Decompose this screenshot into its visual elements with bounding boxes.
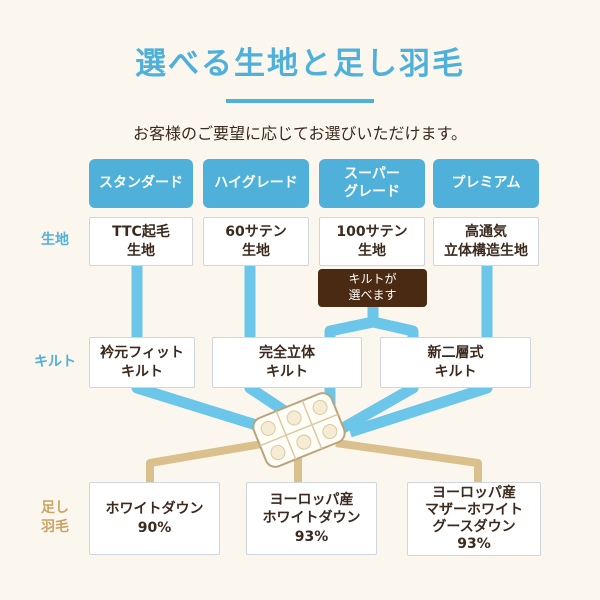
row-label-down: 足し 羽毛: [41, 500, 69, 535]
flow-line-high-grade: [244, 262, 290, 417]
flow-line-down-left: [146, 439, 269, 484]
grade-standard: スタンダード: [89, 159, 193, 208]
row-label-fabric: 生地: [41, 232, 69, 248]
fabric-100-satin: 100サテン 生地: [319, 217, 425, 266]
flow-line-standard: [131, 262, 268, 434]
flow-line-premium: [348, 262, 493, 438]
row-label-quilt: キルト: [34, 354, 76, 370]
down-flow-lines: [146, 439, 482, 484]
duvet-icon: [252, 392, 346, 468]
grade-premium: プレミアム: [433, 159, 539, 208]
page-title: 選べる生地と足し羽毛: [135, 46, 465, 82]
title-underline: [226, 99, 374, 103]
flow-line-down-right: [335, 439, 482, 484]
fabric-flow-lines: [131, 262, 493, 438]
grade-super: スーパー グレード: [319, 159, 425, 208]
quilt-collar-fit: 衿元フィット キルト: [89, 337, 195, 388]
quilt-selectable-note: キルトが 選べます: [318, 269, 427, 307]
page-subtitle: お客様のご要望に応じてお選びいただけます。: [133, 124, 467, 143]
down-european-mother-goose-93: ヨーロッパ産 マザーホワイト グースダウン 93%: [407, 482, 541, 556]
grade-high: ハイグレード: [203, 159, 309, 208]
fabric-high-breathable: 高通気 立体構造生地: [433, 217, 539, 266]
quilt-full-3d: 完全立体 キルト: [212, 337, 362, 388]
fabric-60-satin: 60サテン 生地: [203, 217, 309, 266]
fabric-ttc: TTC起毛 生地: [89, 217, 193, 266]
down-european-white-93: ヨーロッパ産 ホワイトダウン 93%: [246, 482, 377, 555]
quilt-new-double-layer: 新二層式 キルト: [380, 337, 531, 388]
down-white-90: ホワイトダウン 90%: [89, 482, 220, 555]
